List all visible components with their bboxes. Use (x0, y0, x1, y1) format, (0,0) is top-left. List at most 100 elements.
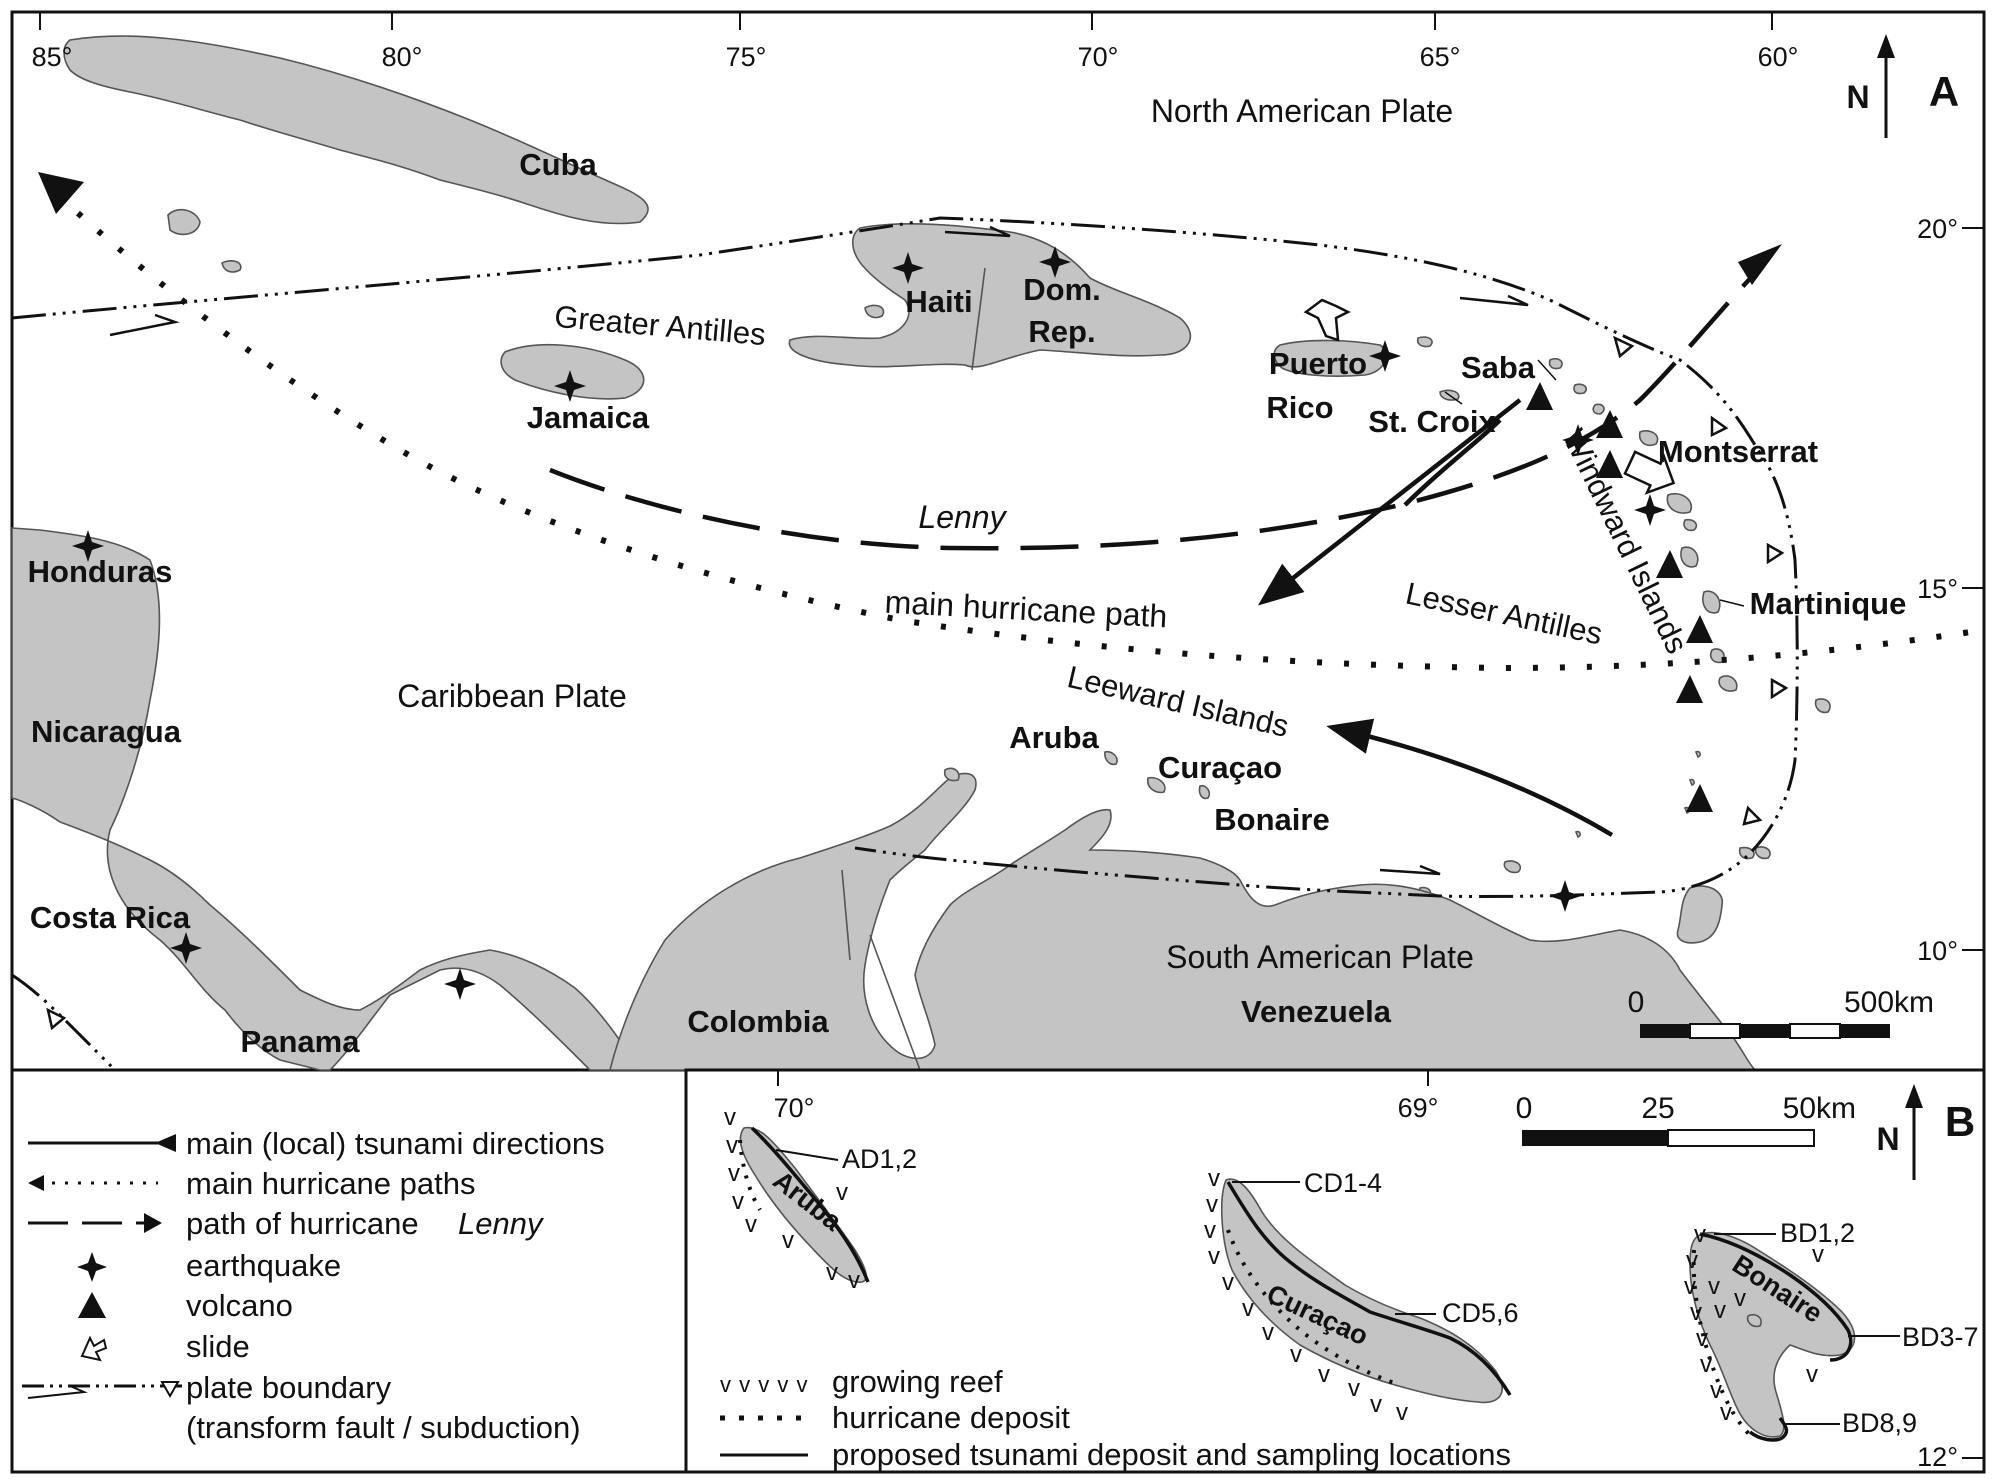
svg-text:v: v (1812, 1241, 1824, 1268)
scale-label: 25 (1641, 1092, 1674, 1125)
site-label: CD5,6 (1442, 1298, 1519, 1328)
earthquake-icon (892, 252, 924, 284)
islet (221, 260, 242, 273)
scale-label: 0 (1628, 986, 1645, 1019)
islet (1694, 750, 1701, 758)
svg-text:v: v (1204, 1217, 1216, 1244)
lenny-path-line (549, 266, 1762, 551)
hispaniola-land (788, 223, 1192, 368)
aruba-land-a (1104, 750, 1118, 766)
tsunami-directions (1257, 398, 1614, 837)
tsunami-arrow-leeward (1326, 718, 1614, 837)
earthquake-icon (1039, 246, 1071, 278)
svg-text:v: v (1694, 1221, 1706, 1248)
earthquake-icon (1369, 340, 1401, 372)
trinidad-land (1676, 885, 1723, 944)
legend-label: hurricane deposit (832, 1400, 1070, 1435)
country-label: Venezuela (1241, 994, 1392, 1029)
country-label: Rep. (1028, 314, 1095, 349)
inset-coordinates: 70° 69° 12° (774, 1070, 1984, 1472)
country-label: Honduras (28, 554, 173, 589)
site-label: BD1,2 (1780, 1218, 1855, 1248)
svg-text:v: v (1222, 1269, 1234, 1296)
svg-text:v: v (1262, 1319, 1274, 1346)
svg-text:v: v (1348, 1375, 1360, 1402)
legend-label: slide (186, 1329, 250, 1364)
region-label: Lesser Antilles (1403, 576, 1606, 652)
volcano-icon (1656, 550, 1683, 578)
country-label: Curaçao (1158, 750, 1282, 785)
pacific-boundary (11, 973, 117, 1072)
islet (1680, 546, 1699, 568)
north-plate-boundary (11, 216, 1799, 899)
longitude-label: 80° (382, 42, 423, 72)
svg-text:v: v (1208, 1165, 1220, 1192)
svg-text:v: v (1696, 1325, 1708, 1352)
volcano-icon (1686, 784, 1713, 812)
scale-label: 0 (1516, 1092, 1533, 1125)
islet (1754, 846, 1771, 860)
svg-text:v: v (1290, 1341, 1302, 1368)
svg-text:v: v (848, 1267, 860, 1294)
legend-symbol-earthquake (77, 1252, 107, 1282)
longitude-label: 85° (32, 42, 73, 72)
leader-lines (1444, 359, 1745, 607)
svg-text:v: v (1686, 1247, 1698, 1274)
scale-label: 500km (1844, 986, 1934, 1019)
scale-bar-b: 0 25 50km (1516, 1092, 1856, 1147)
volcano-icon (1676, 675, 1703, 703)
islet (1503, 860, 1522, 874)
earthquake-icon (170, 932, 202, 964)
bonaire-land-a (1198, 784, 1211, 800)
islet (1683, 518, 1698, 532)
longitude-label: 65° (1420, 42, 1461, 72)
legend-label: plate boundary (186, 1370, 392, 1405)
legend-label: (transform fault / subduction) (186, 1410, 581, 1445)
legend-a: main (local) tsunami directions main hur… (22, 1126, 605, 1445)
legend-symbol-volcano (78, 1292, 106, 1318)
svg-text:v: v (1318, 1361, 1330, 1388)
plate-boundaries (11, 216, 1799, 1072)
svg-text:v: v (1710, 1377, 1722, 1404)
latitude-label: 20° (1917, 214, 1958, 244)
south-america-land (608, 772, 1757, 1071)
panel-letter-a: A (1929, 68, 1959, 115)
earthquake-icon (1562, 424, 1594, 456)
svg-text:v: v (745, 1211, 757, 1238)
latitude-labels: 20° 15° 10° (1917, 214, 1984, 966)
north-label: N (1876, 1121, 1899, 1157)
svg-text:v: v (1708, 1273, 1720, 1300)
legend-label: main hurricane paths (186, 1166, 476, 1201)
islet (1573, 383, 1588, 395)
svg-text:v: v (1700, 1351, 1712, 1378)
svg-text:v: v (1720, 1399, 1732, 1426)
lenny-label: Lenny (918, 499, 1007, 535)
svg-text:v: v (728, 1160, 740, 1187)
site-label: AD1,2 (842, 1144, 917, 1174)
slide-arrows (1303, 298, 1676, 495)
country-label: Jamaica (527, 400, 650, 435)
volcano-icon (1526, 382, 1553, 410)
country-label: Martinique (1750, 586, 1907, 621)
scale-bar-a: 0 500km (1628, 986, 1934, 1039)
legend-label: Lenny (458, 1206, 545, 1241)
volcano-icon (1596, 450, 1623, 478)
svg-text:v: v (826, 1259, 838, 1286)
cuba-land (63, 35, 649, 225)
tsunami-line (1403, 418, 1502, 507)
country-label: Montserrat (1658, 434, 1818, 469)
panel-letter-b: B (1945, 1098, 1975, 1145)
earthquake-icon (554, 370, 586, 402)
country-label: Haiti (905, 284, 972, 319)
site-label: BD8,9 (1842, 1408, 1917, 1438)
volcano-icon (1596, 410, 1623, 438)
country-label: St. Croix (1368, 404, 1496, 439)
site-label: CD1-4 (1304, 1168, 1382, 1198)
tsunami-arrow-west (1257, 398, 1522, 606)
puerto-rico-land (1273, 339, 1387, 377)
longitude-labels: 85° 80° 75° 70° 65° 60° (32, 12, 1798, 72)
